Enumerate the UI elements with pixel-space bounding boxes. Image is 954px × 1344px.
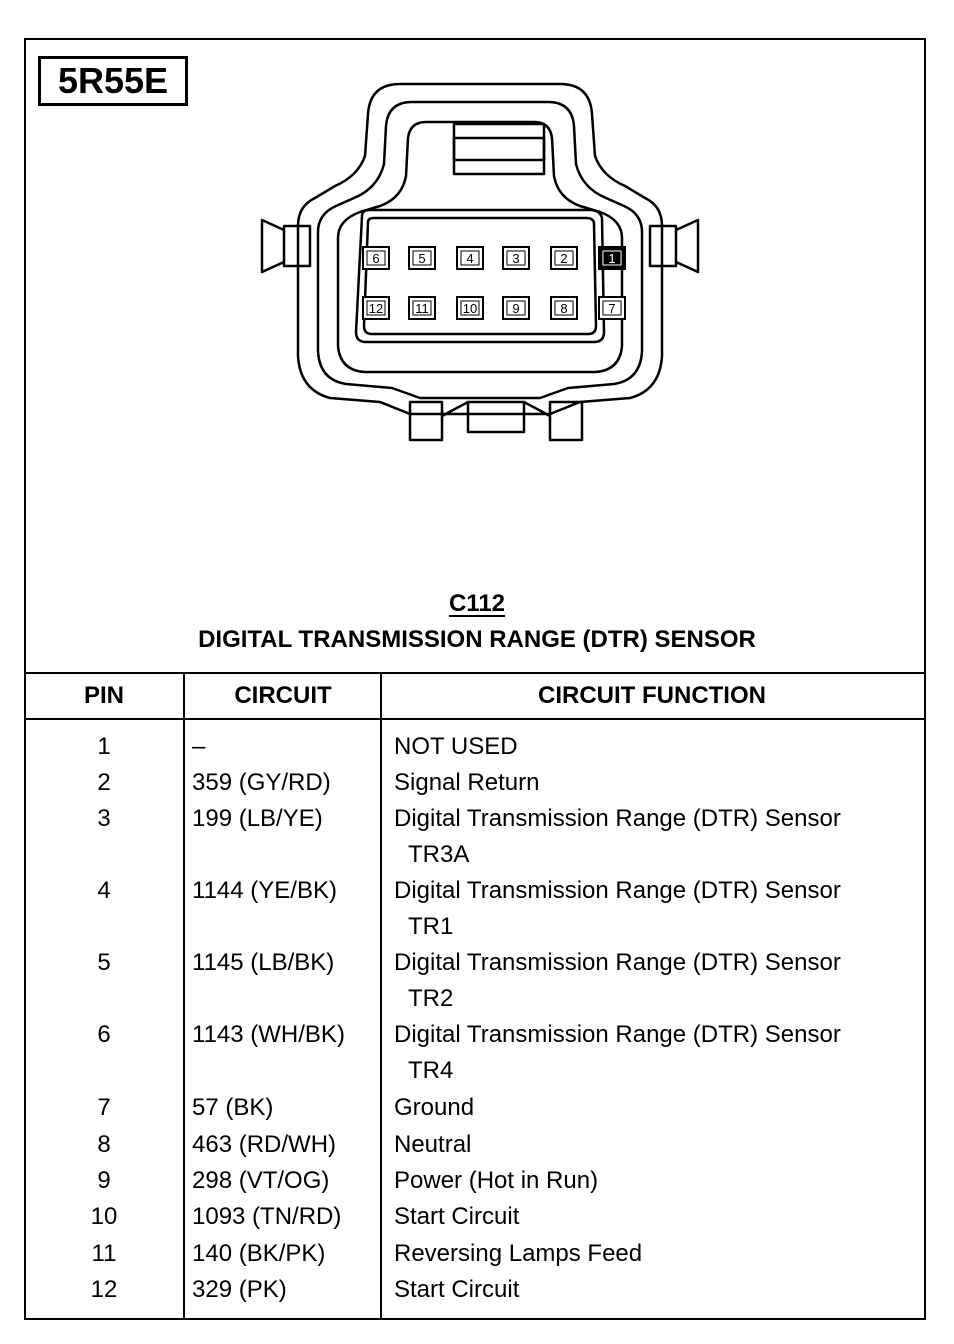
- circuit-function: Ground: [394, 1090, 914, 1126]
- pin-number: 9: [97, 1167, 111, 1194]
- circuit-function-continuation: TR1: [408, 913, 454, 940]
- connector-pin-number: 4: [466, 251, 473, 266]
- connector-pin-number: 6: [372, 251, 379, 266]
- connector-pin: 10: [456, 296, 484, 320]
- circuit-id: –: [192, 733, 206, 760]
- column-divider: [183, 672, 185, 1320]
- header-pin: PIN: [83, 682, 124, 709]
- pin-number: 7: [97, 1094, 111, 1121]
- connector-id: C112: [448, 590, 506, 617]
- column-divider: [380, 672, 382, 1320]
- model-label: 5R55E: [38, 56, 188, 106]
- pin-number: 8: [97, 1131, 111, 1158]
- connector-pin: 9: [502, 296, 530, 320]
- pin-number: 6: [97, 1021, 111, 1048]
- header-circuit-function: CIRCUIT FUNCTION: [538, 682, 766, 709]
- circuit-id: 199 (LB/YE): [192, 805, 323, 832]
- circuit-function-line: Ground: [394, 1094, 475, 1121]
- circuit-function-line: Digital Transmission Range (DTR) Sensor: [394, 1021, 841, 1048]
- connector-pin: 12: [362, 296, 390, 320]
- connector-pin-number: 3: [512, 251, 519, 266]
- connector-pin-number: 10: [463, 301, 477, 316]
- pin-number: 11: [91, 1240, 117, 1267]
- connector-pin: 3: [502, 246, 530, 270]
- pin-number: 12: [90, 1276, 118, 1303]
- circuit-function-line: Digital Transmission Range (DTR) Sensor: [394, 877, 841, 904]
- circuit-id: 57 (BK): [192, 1094, 274, 1121]
- connector-face-drawing: 6 5 4 3 2 1 12 11 10 9 8 7: [260, 82, 700, 442]
- circuit-id: 463 (RD/WH): [192, 1131, 337, 1158]
- pin-number: 4: [97, 877, 111, 904]
- circuit-function-line: Start Circuit: [394, 1203, 520, 1230]
- connector-pin-number: 8: [560, 301, 567, 316]
- pin-number: 3: [97, 805, 111, 832]
- circuit-function-continuation: TR4: [408, 1057, 454, 1084]
- circuit-function-line: Digital Transmission Range (DTR) Sensor: [394, 805, 841, 832]
- circuit-id: 359 (GY/RD): [192, 769, 331, 796]
- circuit-function: Reversing Lamps Feed: [394, 1236, 914, 1272]
- connector-pin: 8: [550, 296, 578, 320]
- circuit-function: NOT USED: [394, 729, 914, 765]
- connector-pin-number: 12: [369, 301, 383, 316]
- pin-number: 10: [90, 1203, 118, 1230]
- connector-pin-number: 1: [608, 251, 615, 266]
- circuit-id: 298 (VT/OG): [192, 1167, 330, 1194]
- connector-pin: 6: [362, 246, 390, 270]
- connector-pin-number: 5: [418, 251, 425, 266]
- pin-number: 2: [97, 769, 111, 796]
- table-header-divider: [24, 718, 924, 720]
- circuit-id: 329 (PK): [192, 1276, 287, 1303]
- circuit-id: 140 (BK/PK): [192, 1240, 326, 1267]
- circuit-function: Start Circuit: [394, 1199, 914, 1235]
- circuit-function: Power (Hot in Run): [394, 1163, 914, 1199]
- circuit-function-line: Reversing Lamps Feed: [394, 1240, 643, 1267]
- header-circuit: CIRCUIT: [234, 682, 332, 709]
- connector-pin: 11: [408, 296, 436, 320]
- circuit-function: Neutral: [394, 1127, 914, 1163]
- diagram-frame: [24, 38, 926, 1320]
- pin-number: 1: [97, 733, 111, 760]
- connector-pin: 1: [598, 246, 626, 270]
- circuit-function-line: Neutral: [394, 1131, 472, 1158]
- connector-pin-number: 11: [415, 301, 429, 316]
- connector-pin-number: 2: [560, 251, 567, 266]
- circuit-function-line: Power (Hot in Run): [394, 1167, 599, 1194]
- connector-pin: 7: [598, 296, 626, 320]
- circuit-id: 1145 (LB/BK): [192, 949, 335, 976]
- circuit-function-line: NOT USED: [394, 733, 518, 760]
- connector-pin-number: 9: [512, 301, 519, 316]
- circuit-function-line: Signal Return: [394, 769, 540, 796]
- table-top-border: [24, 672, 924, 674]
- connector-pin: 5: [408, 246, 436, 270]
- circuit-function-continuation: TR2: [408, 985, 454, 1012]
- circuit-function: Start Circuit: [394, 1272, 914, 1308]
- circuit-function: Signal Return: [394, 765, 914, 801]
- circuit-function-line: Start Circuit: [394, 1276, 520, 1303]
- circuit-function-line: Digital Transmission Range (DTR) Sensor: [394, 949, 841, 976]
- circuit-id: 1143 (WH/BK): [192, 1021, 345, 1048]
- circuit-id: 1144 (YE/BK): [192, 877, 337, 904]
- connector-pin: 4: [456, 246, 484, 270]
- connector-pin-number: 7: [608, 301, 615, 316]
- circuit-id: 1093 (TN/RD): [192, 1203, 342, 1230]
- circuit-function-continuation: TR3A: [408, 841, 470, 868]
- pin-number: 5: [97, 949, 111, 976]
- connector-name: DIGITAL TRANSMISSION RANGE (DTR) SENSOR: [198, 626, 756, 653]
- connector-pin: 2: [550, 246, 578, 270]
